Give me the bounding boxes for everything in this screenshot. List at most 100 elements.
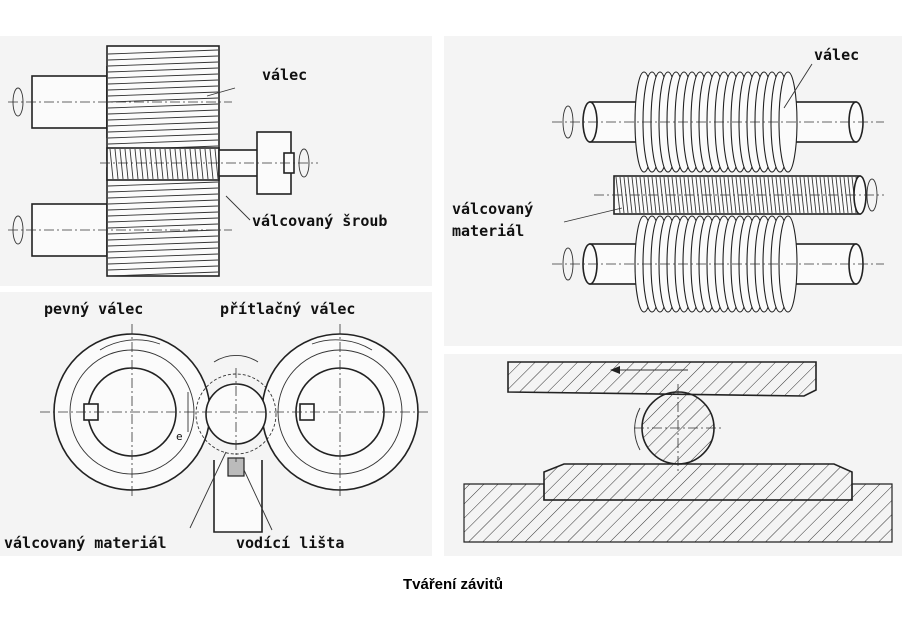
roll-leader [783, 63, 813, 109]
thread-line [107, 73, 219, 79]
guide-bar [213, 460, 263, 533]
thread-line [179, 148, 184, 180]
thread-line [107, 241, 219, 247]
thread-line [107, 217, 219, 223]
thread-line [144, 148, 149, 180]
rotation-arrow-screw-icon [298, 148, 310, 178]
rotation-arrow-lower-icon [12, 215, 24, 245]
figure-caption: Tváření závitů [402, 576, 504, 593]
thread-line [107, 61, 219, 67]
roll-leader [206, 87, 236, 97]
thread-line [819, 176, 825, 214]
rolled-zone-threads [109, 148, 219, 180]
rotation-arrow-lower-icon [562, 247, 574, 281]
thread-line [129, 148, 134, 180]
thread-line [107, 181, 219, 187]
rotation-arrow-pressure-icon [311, 339, 373, 351]
thread-line [107, 235, 219, 241]
thread-line [107, 247, 219, 253]
thread-line [194, 148, 199, 180]
rotation-arrow-workpiece-icon [634, 407, 641, 451]
thread-line [124, 148, 129, 180]
label-rolled-screw: válcovaný šroub [252, 212, 387, 230]
thread-line [107, 49, 219, 55]
thread-line [679, 176, 685, 214]
thread-line [107, 229, 219, 235]
lower-roll [106, 167, 220, 277]
label-e: e [176, 430, 183, 443]
thread-line [107, 271, 219, 277]
thread-line [675, 176, 681, 214]
panel-flat-die-rolling [444, 354, 902, 556]
base-plate [463, 483, 893, 543]
thread-line [199, 148, 204, 180]
thread-rolling-perspective-drawing: válec válcovaný materiál [452, 46, 884, 313]
rotation-arrow-fixed-icon [99, 339, 161, 351]
thread-rolling-cross-section-drawing: e pevný válec přítlačný válec válcovaný … [4, 300, 430, 552]
thread-line [109, 148, 114, 180]
thread-rolling-two-rolls-drawing: válec válcovaný šroub [8, 45, 387, 277]
label-roll: válec [262, 66, 307, 84]
thread-line [107, 127, 219, 133]
flat-die-rolling-drawing [463, 361, 893, 543]
panel-thread-rolling-perspective: válec válcovaný materiál [444, 36, 902, 346]
thread-line [107, 133, 219, 139]
lower-flat-die [543, 463, 853, 501]
thread-line [107, 115, 219, 121]
thread-line [711, 176, 717, 214]
thread-line [107, 91, 219, 97]
thread-line [643, 176, 649, 214]
thread-line [107, 109, 219, 115]
rotation-arrow-upper-icon [562, 105, 574, 139]
thread-line [107, 67, 219, 73]
label-guide-bar: vodící lišta [236, 534, 344, 552]
upper-die-arrow-icon [610, 366, 620, 374]
thread-line [159, 148, 164, 180]
thread-line [164, 148, 169, 180]
thread-line [107, 55, 219, 61]
upper-flat-die [507, 361, 817, 397]
label-material-line1: válcovaný [452, 200, 533, 218]
thread-line [139, 148, 144, 180]
thread-line [119, 148, 124, 180]
guide-leader [243, 469, 273, 531]
thread-line [751, 176, 757, 214]
thread-line [107, 265, 219, 271]
thread-line [107, 205, 219, 211]
thread-line [639, 176, 645, 214]
thread-line [107, 187, 219, 193]
rotation-arrow-material-icon [866, 178, 878, 212]
panel-thread-rolling-two-rolls: válec válcovaný šroub [0, 36, 432, 286]
thread-line [174, 148, 179, 180]
thread-line [107, 85, 219, 91]
label-pressure-roll: přítlačný válec [220, 300, 355, 318]
label-rolled-material: válcovaný materiál [4, 534, 167, 552]
label-material-line2: materiál [452, 222, 524, 240]
thread-line [107, 121, 219, 127]
material-leader [563, 207, 623, 223]
material-leader [189, 451, 227, 529]
thread-line [169, 148, 174, 180]
upper-roll [106, 45, 220, 161]
thread-line [823, 176, 829, 214]
thread-line [107, 223, 219, 229]
label-fixed-roll: pevný válec [44, 300, 143, 318]
thread-line [107, 253, 219, 259]
thread-line [107, 139, 219, 145]
thread-line [747, 176, 753, 214]
thread-line [214, 148, 219, 180]
thread-line [715, 176, 721, 214]
lower-roll-threads [107, 181, 219, 277]
panel-thread-rolling-cross-section: e pevný válec přítlačný válec válcovaný … [0, 292, 432, 556]
thread-line [149, 148, 154, 180]
thread-line [154, 148, 159, 180]
thread-line [107, 103, 219, 109]
thread-line [184, 148, 189, 180]
label-roll: válec [814, 46, 859, 64]
thread-line [189, 148, 194, 180]
thread-line [107, 259, 219, 265]
thread-line [107, 193, 219, 199]
thread-line [204, 148, 209, 180]
screw-leader [225, 195, 251, 221]
thread-line [107, 211, 219, 217]
